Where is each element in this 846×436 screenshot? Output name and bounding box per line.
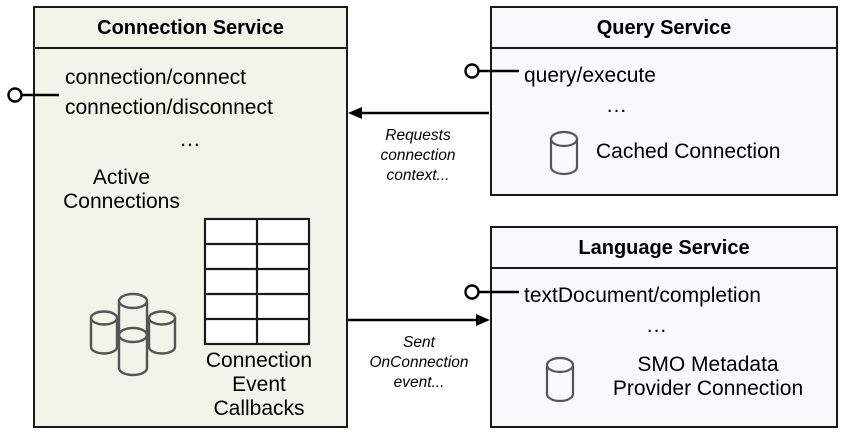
connection-event-callbacks-label: Connection Event Callbacks — [185, 349, 333, 421]
arrow-label-requests-connection-context: Requests connection context... — [352, 126, 484, 185]
requests-label-line1: Requests — [385, 127, 451, 144]
component-language-service[interactable]: Language Service textDocument/completion… — [490, 226, 838, 428]
cached-connection-cylinder-icon — [549, 130, 579, 176]
active-connections-label-line1: Active — [92, 166, 151, 189]
component-connection-service[interactable]: Connection Service connection/connect co… — [33, 6, 348, 428]
arrow-requests-connection-context — [348, 107, 489, 119]
requests-label-line2: connection — [380, 146, 456, 164]
query-service-title: Query Service — [492, 8, 836, 49]
callbacks-label-line3: Callbacks — [213, 396, 305, 420]
active-connections-label: Active Connections — [39, 166, 204, 214]
sent-label-line1: Sent — [403, 334, 435, 351]
active-connections-label-line2: Connections — [63, 189, 180, 213]
api-query-execute: query/execute — [524, 64, 656, 87]
language-service-ellipsis: ... — [646, 314, 668, 337]
requests-label-line3: context... — [386, 166, 450, 184]
smo-label-line1: SMO Metadata — [637, 353, 779, 376]
query-service-ellipsis: ... — [606, 94, 628, 117]
connection-service-ellipsis: ... — [180, 128, 201, 151]
connection-event-callbacks-table — [203, 217, 311, 346]
callbacks-label-line1: Connection — [205, 349, 313, 372]
language-service-title: Language Service — [492, 228, 836, 269]
sent-label-line2: OnConnection — [369, 353, 469, 371]
connection-service-body: connection/connect connection/disconnect… — [35, 49, 346, 426]
api-connection-connect: connection/connect — [65, 66, 246, 89]
api-textdocument-completion: textDocument/completion — [524, 284, 761, 307]
arrow-label-sent-onconnection-event: Sent OnConnection event... — [350, 333, 488, 392]
arrow-sent-onconnection-event — [348, 314, 490, 326]
smo-metadata-provider-cylinder-icon — [545, 356, 575, 403]
query-service-body: query/execute ... Cached Connection — [492, 49, 836, 194]
api-connection-disconnect: connection/disconnect — [65, 96, 273, 119]
callbacks-label-line2: Event — [232, 372, 286, 396]
active-connections-cylinder-cluster — [89, 292, 177, 377]
connection-service-title: Connection Service — [35, 8, 346, 49]
sent-label-line3: event... — [393, 373, 445, 391]
smo-label-line2: Provider Connection — [612, 376, 804, 400]
smo-metadata-provider-label: SMO Metadata Provider Connection — [588, 353, 828, 401]
cached-connection-label: Cached Connection — [596, 140, 781, 163]
language-service-body: textDocument/completion ... SMO Metadata… — [492, 269, 836, 426]
component-query-service[interactable]: Query Service query/execute ... Cached C… — [490, 6, 838, 196]
